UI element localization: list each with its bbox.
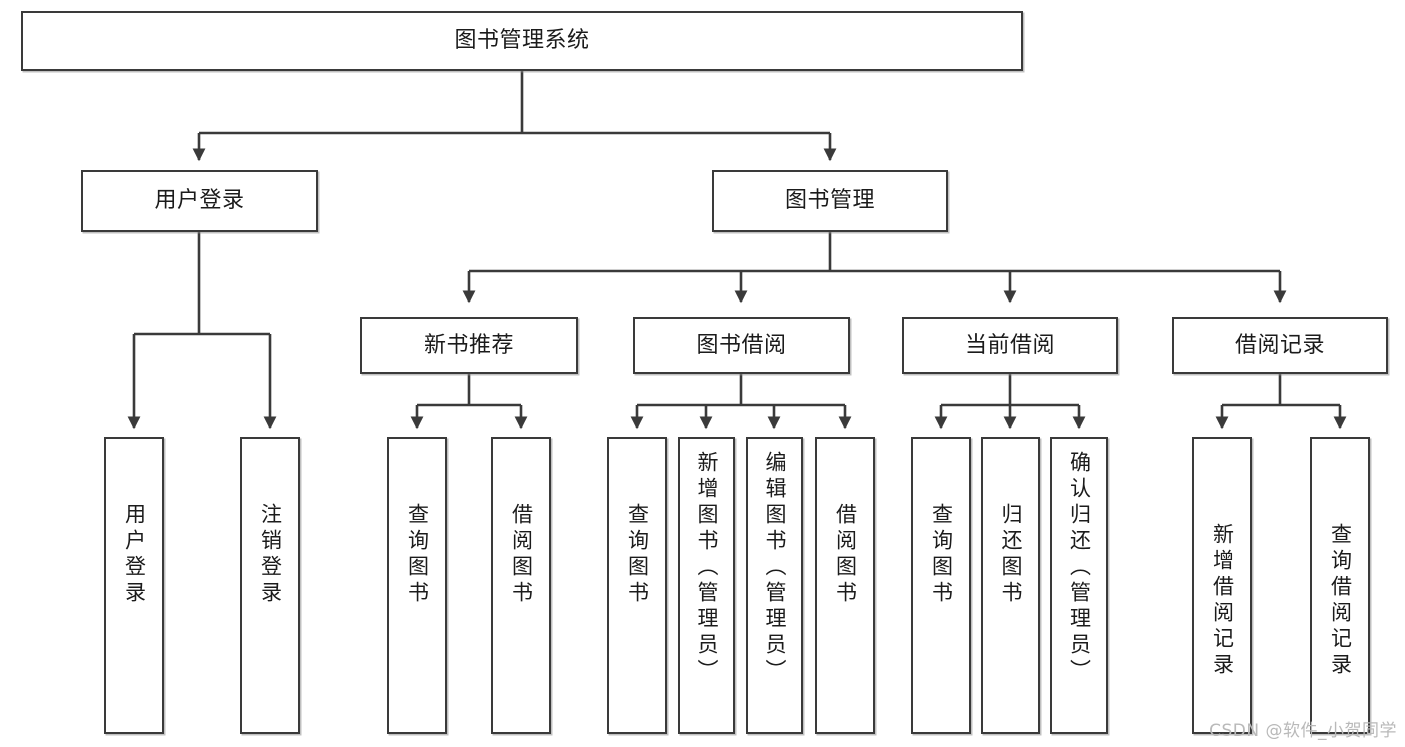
node-leaf-logout-login[interactable]: 注销登录	[240, 437, 300, 734]
node-user-login[interactable]: 用户登录	[81, 170, 318, 232]
node-label: 注销登录	[258, 503, 283, 607]
node-book-management[interactable]: 图书管理	[712, 170, 948, 232]
node-label: 当前借阅	[964, 332, 1055, 358]
node-leaf-borrow-book-1[interactable]: 借阅图书	[491, 437, 551, 734]
node-borrow-record[interactable]: 借阅记录	[1172, 317, 1388, 374]
node-leaf-query-book-3[interactable]: 查询图书	[911, 437, 971, 734]
node-new-book-recommend[interactable]: 新书推荐	[360, 317, 578, 374]
node-label: 借阅记录	[1234, 332, 1325, 358]
node-label: 新增图书（管理员）	[695, 451, 719, 685]
node-label: 借阅图书	[833, 503, 858, 607]
node-label: 查询图书	[405, 503, 430, 607]
node-leaf-borrow-book-2[interactable]: 借阅图书	[815, 437, 875, 734]
node-leaf-query-record[interactable]: 查询借阅记录	[1310, 437, 1370, 734]
node-label: 图书管理	[784, 188, 875, 214]
node-label: 确认归还（管理员）	[1067, 451, 1092, 685]
node-current-borrow[interactable]: 当前借阅	[902, 317, 1118, 374]
node-leaf-user-login[interactable]: 用户登录	[104, 437, 164, 734]
node-label: 借阅图书	[509, 503, 534, 607]
node-label: 新增借阅记录	[1210, 523, 1235, 679]
node-label: 新书推荐	[423, 332, 514, 358]
node-leaf-add-book[interactable]: 新增图书（管理员）	[678, 437, 735, 734]
node-label: 查询图书	[625, 503, 650, 607]
node-label: 查询借阅记录	[1328, 523, 1353, 679]
node-label: 用户登录	[122, 503, 147, 607]
node-root-book-management-system[interactable]: 图书管理系统	[21, 11, 1023, 71]
node-book-borrow[interactable]: 图书借阅	[633, 317, 850, 374]
node-leaf-confirm-return[interactable]: 确认归还（管理员）	[1050, 437, 1108, 734]
node-label: 图书管理系统	[454, 28, 590, 54]
node-leaf-query-book-2[interactable]: 查询图书	[607, 437, 667, 734]
node-label: 查询图书	[929, 503, 954, 607]
node-label: 编辑图书（管理员）	[763, 451, 787, 685]
node-label: 图书借阅	[696, 332, 787, 358]
node-label: 用户登录	[154, 188, 245, 214]
node-leaf-add-record[interactable]: 新增借阅记录	[1192, 437, 1252, 734]
node-leaf-edit-book[interactable]: 编辑图书（管理员）	[746, 437, 803, 734]
node-leaf-query-book-1[interactable]: 查询图书	[387, 437, 447, 734]
csdn-watermark: CSDN @软件_小贺同学	[1209, 721, 1397, 741]
node-leaf-return-book[interactable]: 归还图书	[981, 437, 1040, 734]
node-label: 归还图书	[999, 503, 1023, 607]
